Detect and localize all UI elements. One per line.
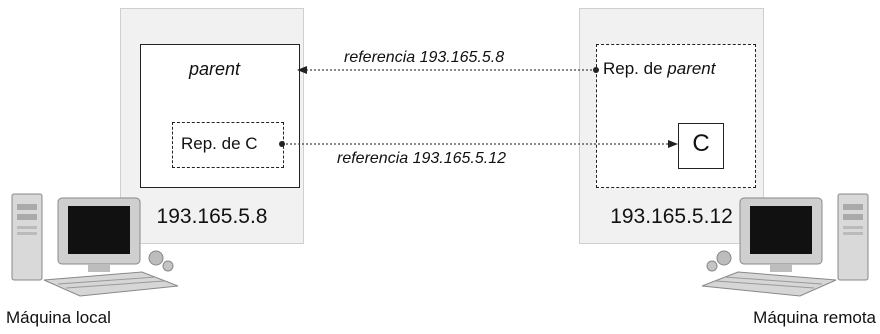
remote-ip-label: 193.165.5.12: [610, 205, 733, 228]
c-label: C: [692, 130, 710, 157]
computer-icon: [11, 193, 179, 297]
reference-to-parent-label: referencia 193.165.5.8: [344, 49, 505, 66]
local-machine-label: Máquina local: [6, 308, 111, 327]
rep-c-label: Rep. de C: [181, 134, 258, 153]
computer-icon: [701, 193, 869, 297]
remote-machine-label: Máquina remota: [753, 308, 876, 327]
reference-origin-dot: [279, 141, 285, 147]
c-object: C: [678, 123, 724, 169]
parent-label: parent: [189, 59, 241, 79]
reference-origin-dot: [593, 67, 599, 73]
rep-parent-prefix: Rep. de: [603, 59, 663, 78]
local-ip-label: 193.165.5.8: [156, 205, 268, 228]
rep-parent-label: Rep. de parent: [603, 59, 715, 79]
reference-to-c-label: referencia 193.165.5.12: [337, 150, 507, 167]
rep-parent-object: Rep. de parent: [596, 44, 756, 188]
rep-parent-name: parent: [667, 59, 716, 78]
rep-c-object: Rep. de C: [172, 122, 284, 168]
